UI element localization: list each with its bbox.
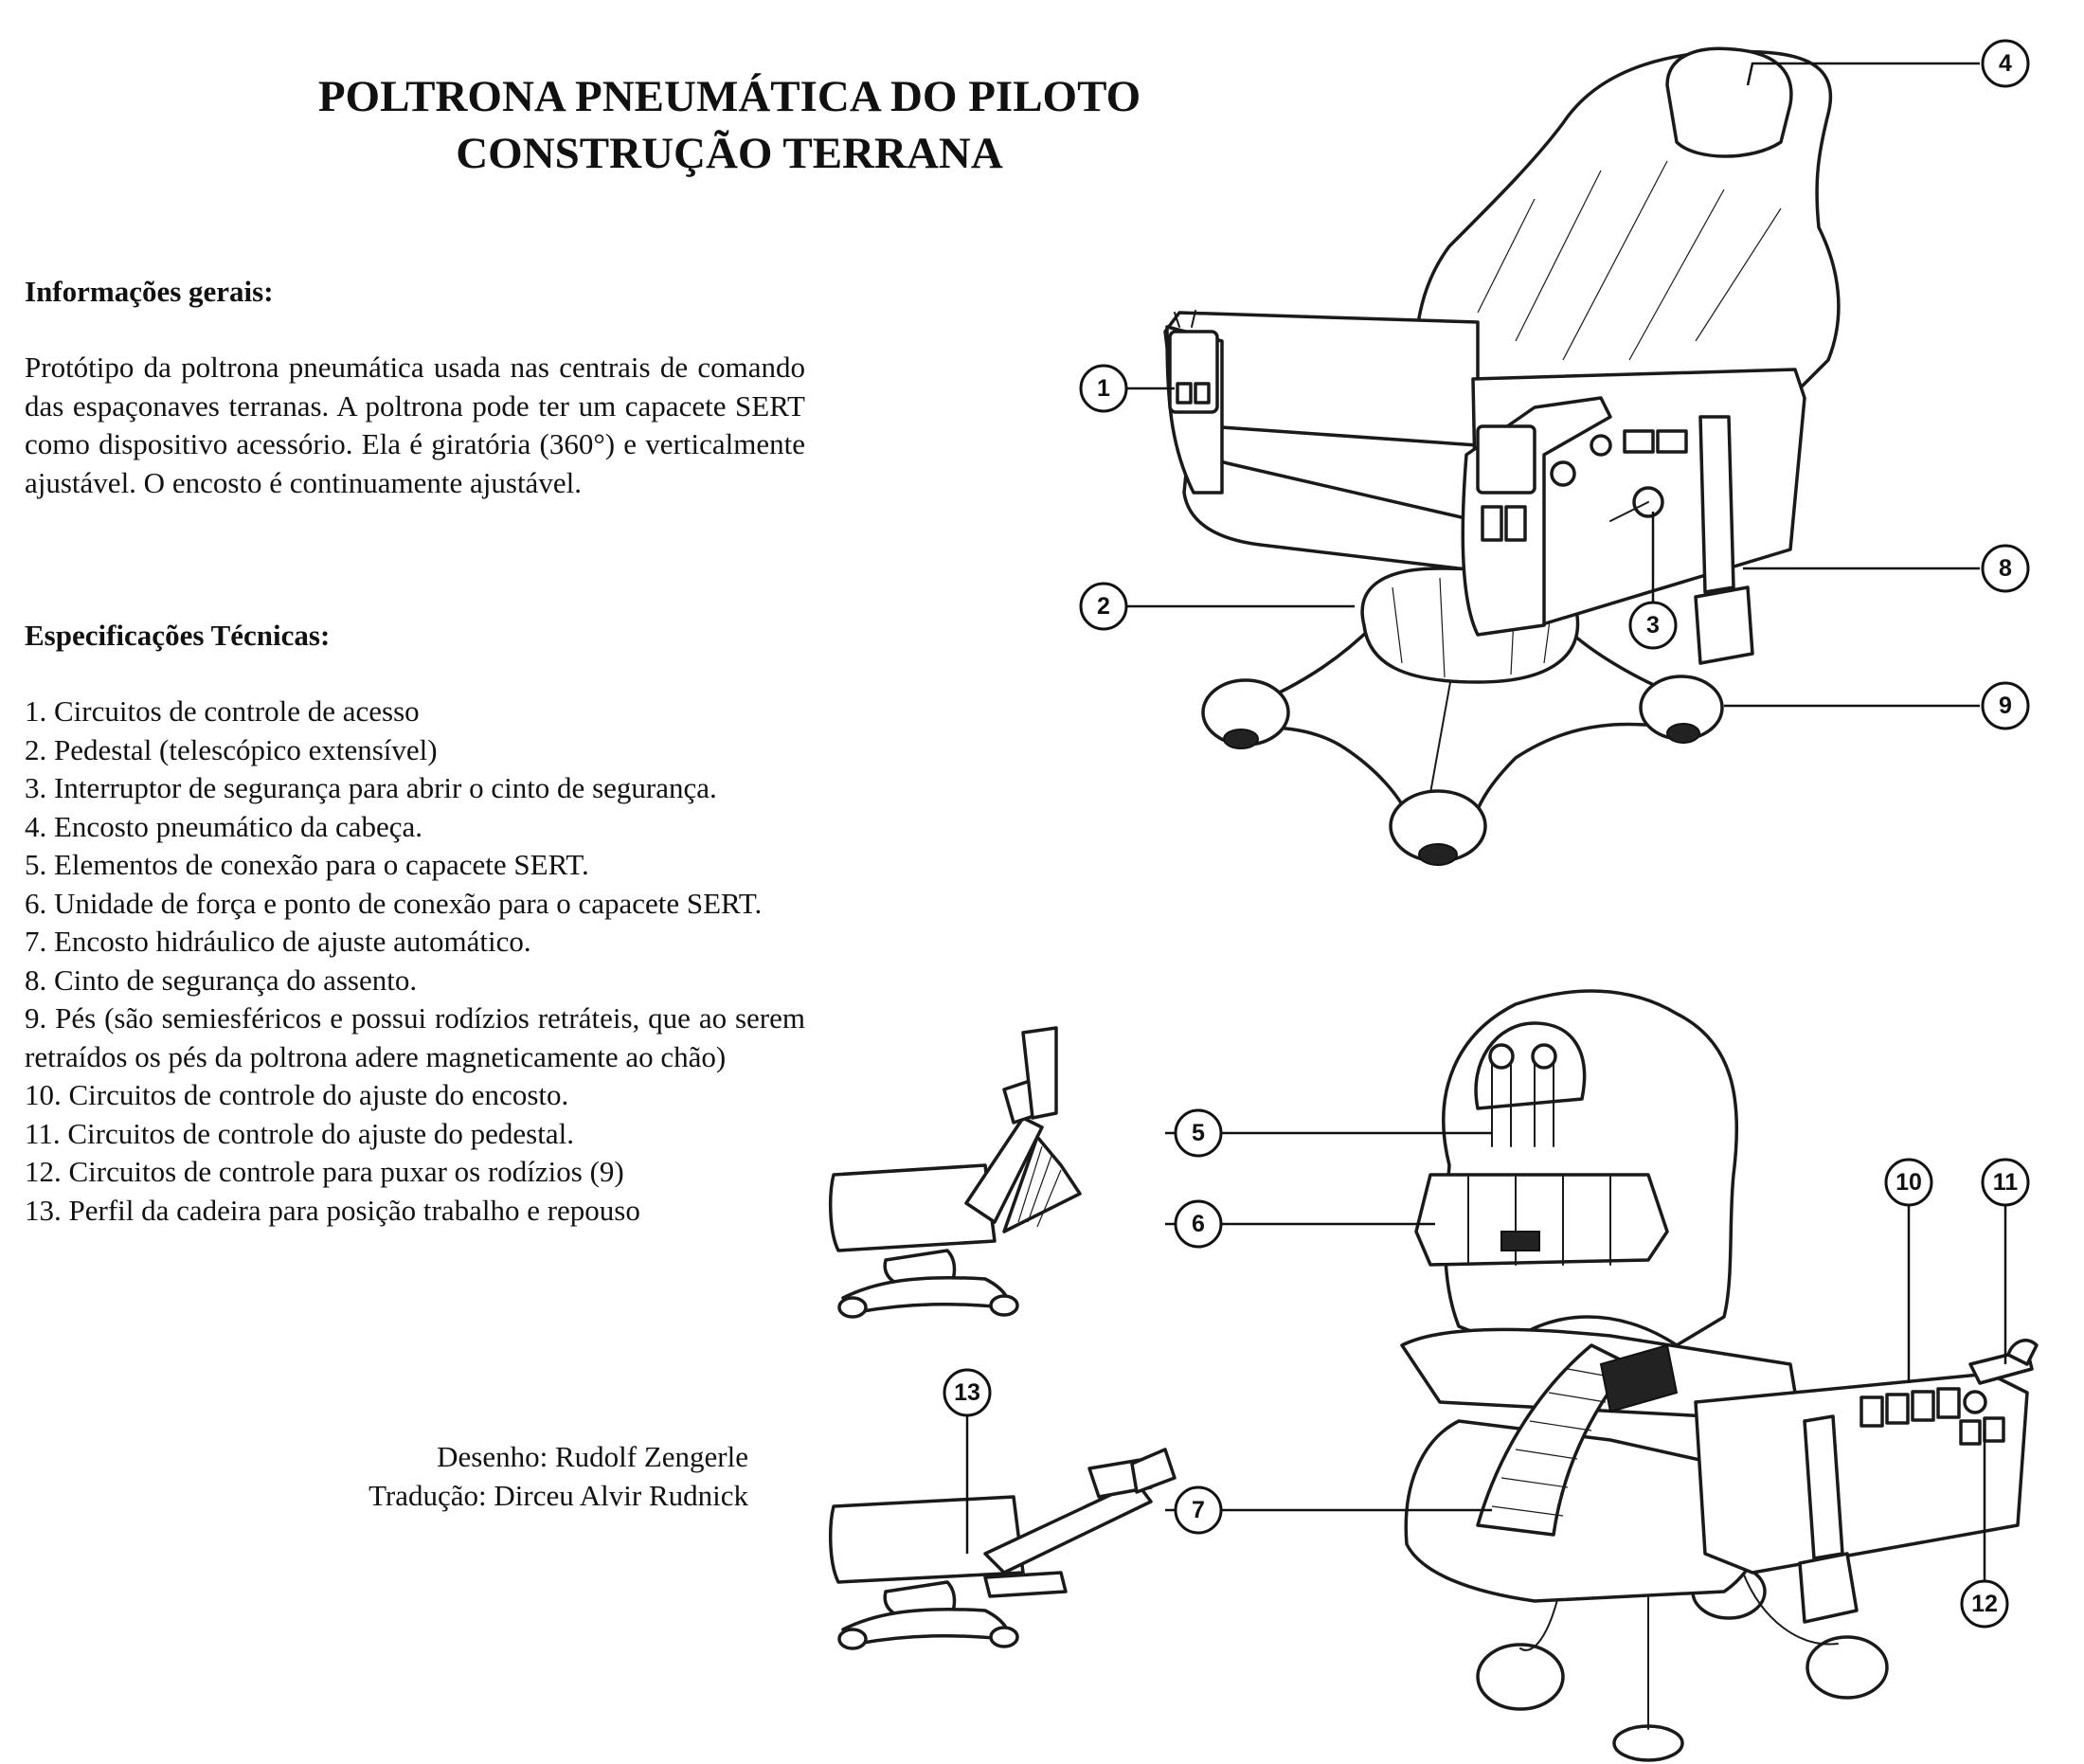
- callout-9: 9: [1981, 681, 2030, 730]
- credits: Desenho: Rudolf Zengerle Tradução: Dirce…: [246, 1438, 748, 1515]
- callout-10-label: 10: [1895, 1169, 1922, 1196]
- spec-item: 8. Cinto de segurança do assento.: [25, 963, 418, 997]
- title-line-1: POLTRONA PNEUMÁTICA DO PILOTO: [317, 72, 1141, 121]
- specs-heading: Especificações Técnicas:: [25, 619, 331, 652]
- spec-item: 12. Circuitos de controle para puxar os …: [25, 1155, 624, 1188]
- callout-12: 12: [1960, 1579, 2009, 1629]
- chair-profile-working: [828, 1026, 1082, 1319]
- callout-3-label: 3: [1646, 612, 1660, 639]
- credit-drawing: Desenho: Rudolf Zengerle: [437, 1440, 748, 1473]
- callout-8-label: 8: [1999, 555, 2012, 582]
- callout-2: 2: [1079, 582, 1128, 631]
- callout-6-label: 6: [1192, 1211, 1205, 1237]
- callout-11: 11: [1981, 1158, 2030, 1207]
- spec-item: 13. Perfil da cadeira para posição traba…: [25, 1193, 640, 1227]
- specs-list: 1. Circuitos de controle de acesso 2. Pe…: [25, 693, 805, 1230]
- callout-2-label: 2: [1097, 593, 1110, 620]
- callout-8: 8: [1981, 544, 2030, 593]
- callout-7-label: 7: [1192, 1497, 1205, 1523]
- spec-item: 4. Encosto pneumático da cabeça.: [25, 809, 423, 843]
- callout-5: 5: [1174, 1108, 1223, 1158]
- diagram-title: POLTRONA PNEUMÁTICA DO PILOTO CONSTRUÇÃO…: [246, 68, 1213, 182]
- spec-item: 3. Interruptor de segurança para abrir o…: [25, 771, 717, 804]
- chair-rear-view: [1400, 989, 2039, 1762]
- callout-1-label: 1: [1097, 375, 1110, 402]
- spec-item: 11. Circuitos de controle do ajuste do p…: [25, 1116, 574, 1150]
- credit-translation: Tradução: Dirceu Alvir Rudnick: [368, 1478, 748, 1512]
- callout-5-label: 5: [1192, 1120, 1205, 1146]
- callout-7: 7: [1174, 1485, 1223, 1535]
- callout-13-label: 13: [954, 1379, 980, 1406]
- general-info-heading: Informações gerais:: [25, 275, 274, 308]
- callout-12-label: 12: [1971, 1591, 1998, 1617]
- spec-item: 2. Pedestal (telescópico extensível): [25, 732, 438, 766]
- callout-10: 10: [1884, 1158, 1933, 1207]
- chair-front-view: [1163, 46, 1841, 866]
- callout-9-label: 9: [1999, 693, 2012, 719]
- spec-item: 7. Encosto hidráulico de ajuste automáti…: [25, 925, 531, 958]
- spec-item: 1. Circuitos de controle de acesso: [25, 694, 420, 728]
- spec-item: 6. Unidade de força e ponto de conexão p…: [25, 886, 763, 920]
- callout-6: 6: [1174, 1199, 1223, 1249]
- chair-profile-resting: [828, 1448, 1177, 1650]
- callout-13: 13: [943, 1368, 992, 1417]
- spec-item: 5. Elementos de conexão para o capacete …: [25, 848, 589, 881]
- general-info-body: Protótipo da poltrona pneumática usada n…: [25, 351, 805, 499]
- callout-4-label: 4: [1999, 50, 2012, 77]
- callout-3: 3: [1628, 601, 1678, 650]
- callout-4: 4: [1981, 39, 2030, 88]
- callout-1: 1: [1079, 364, 1128, 413]
- title-line-2: CONSTRUÇÃO TERRANA: [456, 129, 1003, 178]
- spec-item: 9. Pés (são semiesféricos e possui rodíz…: [25, 1001, 805, 1073]
- callout-11-label: 11: [1993, 1169, 2019, 1196]
- spec-item: 10. Circuitos de controle do ajuste do e…: [25, 1078, 569, 1111]
